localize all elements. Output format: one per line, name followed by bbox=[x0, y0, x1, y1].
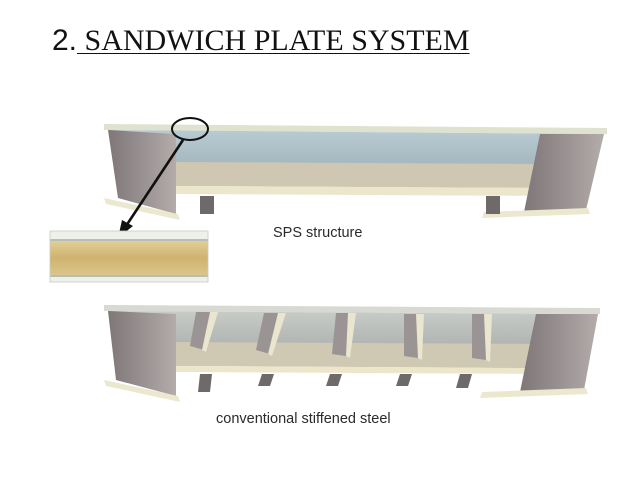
sps-left-frame-web bbox=[108, 130, 176, 214]
conv-girder-flange bbox=[172, 366, 556, 374]
callout-arrow-line bbox=[124, 139, 185, 227]
conv-left-frame-flange bbox=[104, 380, 180, 402]
slide-title: 2. SANDWICH PLATE SYSTEM bbox=[52, 26, 470, 56]
caption-sps-structure: SPS structure bbox=[273, 225, 363, 241]
sps-girder-web bbox=[172, 162, 560, 188]
sps-structure-diagram bbox=[49, 117, 607, 283]
stiffener bbox=[472, 314, 488, 360]
sps-right-frame-web bbox=[524, 134, 604, 212]
inset-bottom-plate bbox=[50, 277, 208, 282]
title-text: SANDWICH PLATE SYSTEM bbox=[77, 24, 470, 57]
inset-top-plate bbox=[50, 231, 208, 239]
conv-left-frame-web bbox=[108, 311, 176, 396]
title-number: 2. bbox=[52, 24, 78, 57]
sps-right-frame-flange bbox=[482, 208, 590, 218]
conventional-structure-diagram bbox=[104, 305, 600, 402]
sps-right-foot bbox=[486, 196, 500, 214]
sps-left-frame-flange bbox=[104, 198, 180, 220]
conv-girder-web bbox=[172, 342, 556, 368]
sps-deck-top-edge bbox=[104, 124, 607, 134]
conv-stiffeners bbox=[190, 312, 492, 362]
inset-elastomer-core bbox=[50, 241, 208, 275]
sandwich-cross-section bbox=[49, 230, 209, 283]
stiffener bbox=[404, 314, 420, 358]
caption-conventional-steel: conventional stiffened steel bbox=[216, 411, 391, 427]
conv-right-frame-web bbox=[520, 314, 598, 392]
callout-circle bbox=[171, 117, 209, 141]
conv-right-frame-flange bbox=[480, 388, 588, 398]
sps-left-foot bbox=[200, 196, 214, 214]
sps-girder-flange bbox=[172, 186, 560, 196]
